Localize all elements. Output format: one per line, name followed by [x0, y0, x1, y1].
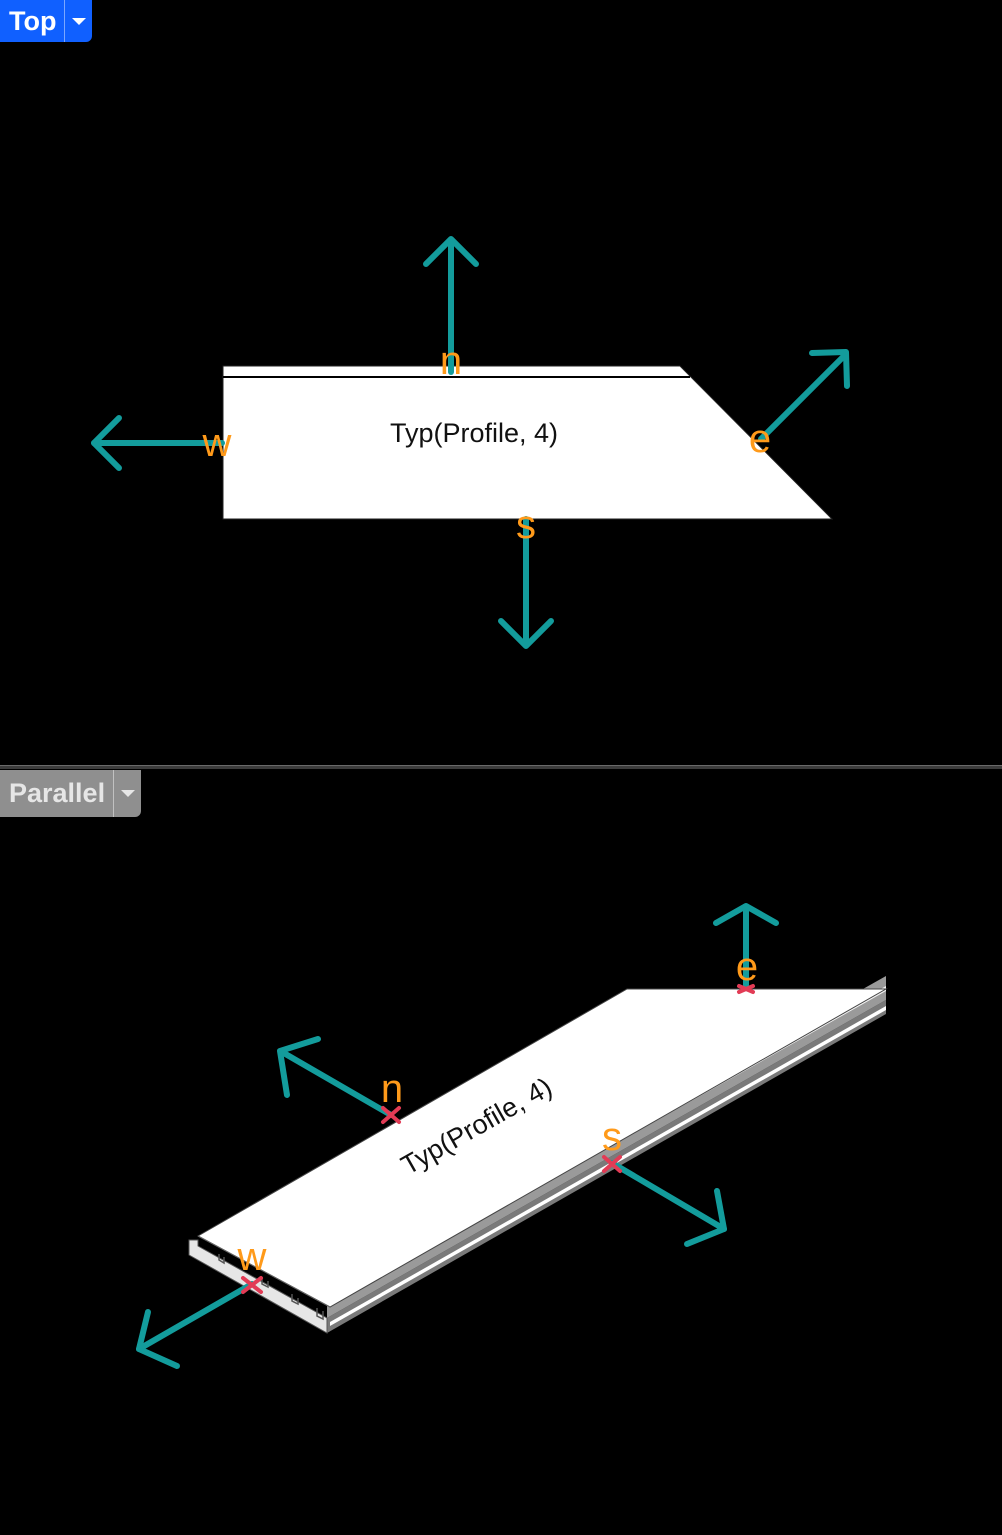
chevron-down-icon [120, 790, 135, 797]
south-arrow[interactable] [498, 516, 554, 649]
viewport-title[interactable]: Top [9, 6, 57, 36]
profile-shape-top[interactable] [222, 365, 834, 520]
viewport-title[interactable]: Parallel [9, 778, 106, 808]
profile-shape-3d[interactable] [196, 988, 888, 1308]
north-marker-icon [381, 1106, 401, 1124]
parallel-viewport[interactable]: Typ(Profile, 4) [0, 770, 1002, 1535]
east-label-3d: e [736, 945, 758, 989]
south-label-3d: s [602, 1115, 622, 1159]
west-label-3d: w [237, 1235, 267, 1279]
east-label: e [749, 417, 771, 461]
west-label: w [202, 421, 232, 465]
east-marker-icon [737, 984, 755, 994]
south-arrow-3d[interactable] [609, 1160, 727, 1247]
south-marker-icon [602, 1155, 622, 1173]
east-arrow[interactable] [758, 349, 850, 442]
parallel-viewport-canvas[interactable]: Typ(Profile, 4) [0, 770, 1002, 1535]
east-arrow-3d[interactable] [713, 903, 779, 988]
north-label-3d: n [381, 1067, 403, 1111]
top-viewport[interactable]: Typ(Profile, 4) n w e s Top [0, 0, 1002, 766]
viewport-splitter[interactable] [0, 765, 1002, 769]
west-marker-icon [241, 1276, 263, 1294]
viewport-tab-top[interactable]: Top [0, 0, 93, 42]
west-arrow-3d[interactable] [136, 1281, 255, 1369]
object-label: Typ(Profile, 4) [390, 418, 558, 448]
north-arrow-3d[interactable] [277, 1036, 394, 1118]
profile-edge-line [197, 1235, 331, 1308]
profile-end-notches [218, 1254, 324, 1321]
west-arrow[interactable] [91, 415, 225, 471]
south-label: s [516, 503, 536, 547]
viewport-dropdown-button[interactable] [113, 770, 141, 817]
viewport-tab-parallel[interactable]: Parallel [0, 770, 142, 817]
viewport-dropdown-button[interactable] [64, 0, 92, 42]
chevron-down-icon [71, 17, 86, 25]
top-viewport-canvas[interactable]: Typ(Profile, 4) n w e s [0, 0, 1002, 766]
north-arrow[interactable] [423, 236, 479, 375]
north-label: n [440, 339, 462, 383]
